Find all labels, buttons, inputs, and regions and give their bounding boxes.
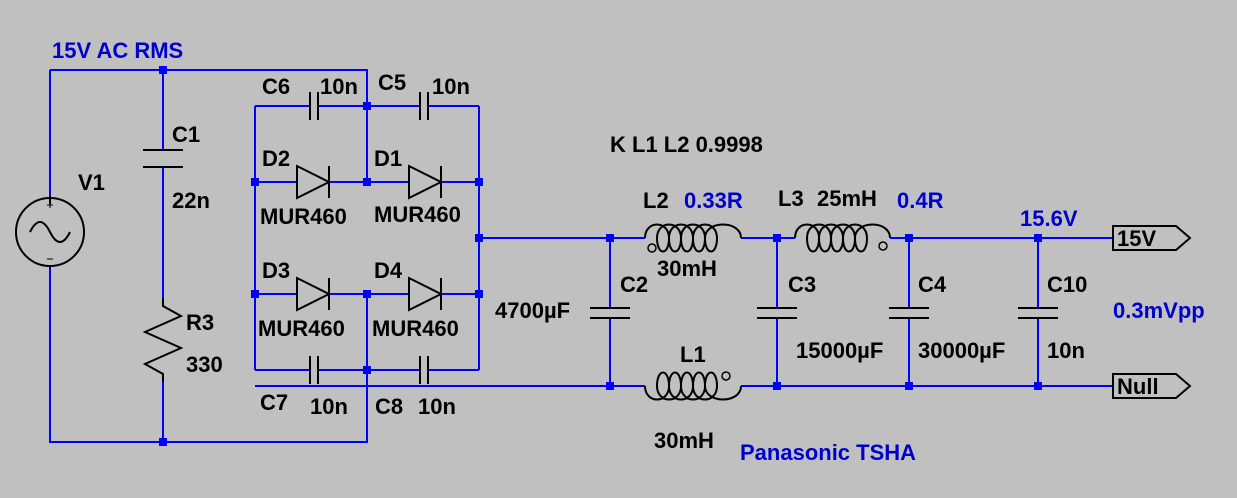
- ripple-label: 0.3mVpp: [1113, 298, 1205, 323]
- d1-label: D1: [374, 146, 402, 171]
- output-voltage-label: 15.6V: [1020, 206, 1078, 231]
- junction-nodes: [159, 66, 1042, 446]
- wires: [49, 69, 1113, 443]
- port-null: Null: [1112, 373, 1192, 399]
- d2-diode-symbol: [296, 164, 332, 200]
- c5-label: C5: [378, 70, 406, 95]
- v1-label: V1: [78, 170, 105, 195]
- l1-inductor-symbol: [644, 371, 742, 401]
- c8-value: 10n: [418, 394, 456, 419]
- port-15v-label: 15V: [1117, 226, 1156, 251]
- l3-label: L3: [778, 186, 804, 211]
- d1-model: MUR460: [374, 202, 461, 227]
- l2-label: L2: [643, 188, 669, 213]
- l2-inductor-symbol: [644, 223, 742, 253]
- d3-model: MUR460: [258, 316, 345, 341]
- l3-inductor-symbol: [794, 223, 891, 253]
- choke-part-note: Panasonic TSHA: [740, 440, 916, 465]
- c6-value: 10n: [320, 74, 358, 99]
- d2-model: MUR460: [260, 204, 347, 229]
- c4-value: 30000µF: [918, 338, 1005, 363]
- c10-capacitor-symbol: [1018, 307, 1058, 319]
- l2-resistance: 0.33R: [684, 188, 743, 213]
- l2-value: 30mH: [657, 256, 717, 281]
- c1-label: C1: [172, 122, 200, 147]
- c2-capacitor-symbol: [590, 307, 630, 319]
- d4-label: D4: [374, 258, 403, 283]
- c3-value: 15000µF: [796, 338, 883, 363]
- c7-label: C7: [260, 390, 288, 415]
- port-null-label: Null: [1117, 374, 1159, 399]
- r3-label: R3: [186, 310, 214, 335]
- c8-capacitor-symbol: [419, 356, 429, 384]
- c6-label: C6: [262, 74, 290, 99]
- net-label-source: 15V AC RMS: [52, 38, 183, 63]
- c10-label: C10: [1047, 272, 1087, 297]
- c6-capacitor-symbol: [309, 92, 319, 120]
- l1-label: L1: [680, 342, 706, 367]
- c3-label: C3: [788, 272, 816, 297]
- c4-label: C4: [918, 272, 947, 297]
- c7-capacitor-symbol: [309, 356, 319, 384]
- c1-capacitor-symbol: [143, 149, 183, 168]
- d4-diode-symbol: [408, 276, 444, 312]
- coupling-directive: K L1 L2 0.9998: [610, 132, 763, 157]
- d3-label: D3: [262, 258, 290, 283]
- r3-resistor-symbol: [142, 298, 184, 382]
- l3-resistance: 0.4R: [897, 188, 944, 213]
- c1-value: 22n: [172, 188, 210, 213]
- v1-source-symbol: [15, 196, 85, 268]
- d2-label: D2: [262, 146, 290, 171]
- c2-value: 4700µF: [495, 298, 570, 323]
- c7-value: 10n: [310, 394, 348, 419]
- c8-label: C8: [375, 394, 403, 419]
- l3-value: 25mH: [817, 186, 877, 211]
- wire-top-rail: [50, 69, 368, 106]
- c5-value: 10n: [432, 74, 470, 99]
- port-15v: 15V: [1112, 225, 1192, 251]
- c3-capacitor-symbol: [757, 307, 797, 319]
- d1-diode-symbol: [408, 164, 444, 200]
- c2-label: C2: [620, 272, 648, 297]
- c10-value: 10n: [1047, 338, 1085, 363]
- c4-capacitor-symbol: [889, 307, 929, 319]
- d3-diode-symbol: [296, 276, 332, 312]
- r3-value: 330: [186, 352, 223, 377]
- l1-value: 30mH: [654, 428, 714, 453]
- d4-model: MUR460: [372, 316, 459, 341]
- c5-capacitor-symbol: [419, 92, 429, 120]
